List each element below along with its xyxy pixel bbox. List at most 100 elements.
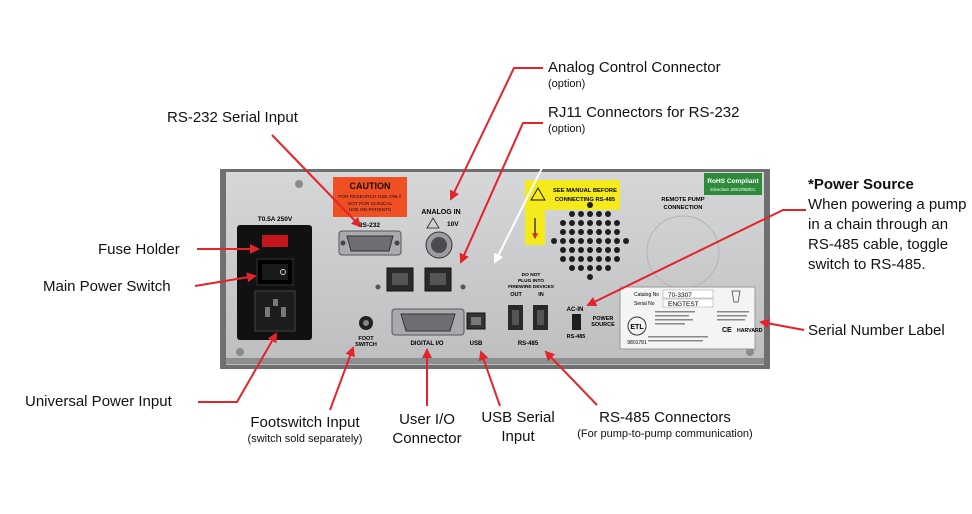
svg-text:9801781: 9801781 — [627, 340, 647, 346]
vent-hole — [560, 247, 566, 253]
universal-power-inlet[interactable] — [254, 290, 296, 332]
vent-hole — [569, 211, 575, 217]
label-user-io: User I/O Connector — [392, 411, 462, 447]
svg-text:ETL: ETL — [630, 324, 644, 331]
serial-number-plate: Catalog No 70-3307 Serial No ENGTEST ETL… — [619, 286, 763, 350]
vent-hole — [569, 238, 575, 244]
vent-hole — [605, 256, 611, 262]
svg-text:CE: CE — [722, 327, 732, 334]
svg-text:ANALOG IN: ANALOG IN — [421, 209, 460, 216]
label-main-power: Main Power Switch — [43, 278, 171, 295]
svg-text:NOT FOR CLINICAL: NOT FOR CLINICAL — [348, 201, 393, 207]
svg-text:OUT: OUT — [510, 292, 522, 298]
vent-hole — [569, 247, 575, 253]
vent-hole — [596, 220, 602, 226]
svg-text:Catalog No: Catalog No — [634, 292, 659, 298]
label-usb: USB Serial Input — [481, 409, 555, 445]
svg-text:RS-232: RS-232 — [358, 222, 380, 229]
vent-hole — [569, 220, 575, 226]
svg-text:FIREWIRE DEVICES: FIREWIRE DEVICES — [508, 284, 555, 290]
vent-hole — [596, 247, 602, 253]
vent-hole — [614, 238, 620, 244]
svg-text:REMOTE PUMP: REMOTE PUMP — [661, 197, 704, 203]
vent-hole — [578, 220, 584, 226]
fuse-rating-text: T0.5A 250V — [258, 216, 293, 223]
vent-hole — [623, 238, 629, 244]
arrow-power-source — [586, 209, 806, 306]
power-source-switch[interactable]: AC-IN POWER SOURCE RS-485 — [567, 307, 615, 340]
svg-text:USE ON PATIENTS: USE ON PATIENTS — [349, 207, 391, 213]
caution-label: CAUTION FOR RESEARCH USE ONLY NOT FOR CL… — [333, 177, 407, 217]
svg-text:HARVARD: HARVARD — [737, 328, 763, 334]
vent-hole — [605, 211, 611, 217]
svg-text:RS-485: RS-485 — [567, 334, 586, 340]
fuse-holder[interactable] — [262, 235, 288, 247]
vent-hole — [587, 274, 593, 280]
svg-text:POWER: POWER — [593, 316, 614, 322]
svg-text:FOOT: FOOT — [358, 336, 374, 342]
label-power-source: *Power Source When powering a pump in a … — [808, 176, 967, 273]
vent-hole — [587, 256, 593, 262]
arrow-rs485 — [544, 350, 598, 406]
vent-hole — [614, 247, 620, 253]
svg-text:ENGTEST: ENGTEST — [668, 301, 699, 308]
svg-text:SEE MANUAL BEFORE: SEE MANUAL BEFORE — [553, 188, 617, 194]
vent-hole — [569, 265, 575, 271]
callout-arrows — [194, 67, 806, 411]
label-universal-power: Universal Power Input — [25, 393, 172, 410]
vent-hole — [587, 211, 593, 217]
vent-hole — [614, 220, 620, 226]
svg-text:AC-IN: AC-IN — [567, 307, 584, 313]
vent-hole — [605, 220, 611, 226]
label-analog-control: Analog Control Connector (option) — [548, 59, 721, 90]
vent-hole — [578, 211, 584, 217]
rs232-port[interactable]: RS-232 — [338, 222, 402, 256]
rs485-ports[interactable]: DO NOT PLUG INTO FIREWIRE DEVICES OUT IN… — [508, 272, 555, 347]
analog-in-port[interactable]: ANALOG IN 10V — [421, 209, 461, 259]
arrow-serial-label — [759, 318, 805, 331]
svg-text:SWITCH: SWITCH — [355, 342, 377, 348]
vent-hole — [587, 265, 593, 271]
svg-text:CONNECTING RS-485: CONNECTING RS-485 — [555, 197, 616, 203]
label-serial-number: Serial Number Label — [808, 322, 945, 339]
svg-text:DO NOT: DO NOT — [522, 272, 541, 278]
arrow-analog — [449, 67, 543, 201]
vent-hole — [596, 229, 602, 235]
vent-hole — [578, 256, 584, 262]
vent-holes — [551, 202, 629, 280]
vent-hole — [587, 238, 593, 244]
label-rs232: RS-232 Serial Input — [167, 109, 298, 126]
vent-hole — [551, 238, 557, 244]
label-rs485: RS-485 Connectors (For pump-to-pump comm… — [577, 409, 753, 440]
arrow-rj11 — [459, 122, 543, 264]
foot-switch-jack[interactable]: FOOT SWITCH — [355, 316, 377, 348]
vent-hole — [578, 265, 584, 271]
vent-hole — [587, 202, 593, 208]
vent-hole — [596, 238, 602, 244]
arrow-footswitch — [329, 346, 355, 411]
rohs-label: RoHS Compliant Directive 2002/95/EC — [704, 173, 762, 195]
svg-text:RS-485: RS-485 — [518, 341, 539, 347]
arrow-main-power — [194, 272, 257, 287]
vent-hole — [587, 220, 593, 226]
svg-text:IN: IN — [538, 292, 544, 298]
vent-hole — [614, 229, 620, 235]
svg-text:10V: 10V — [447, 221, 459, 228]
svg-text:RoHS Compliant: RoHS Compliant — [707, 178, 759, 185]
rj11-ports[interactable] — [375, 267, 466, 292]
svg-text:Directive 2002/95/EC: Directive 2002/95/EC — [710, 187, 756, 193]
usb-port[interactable]: USB — [466, 312, 486, 347]
label-footswitch: Footswitch Input (switch sold separately… — [247, 414, 363, 445]
vent-hole — [596, 211, 602, 217]
svg-text:FOR RESEARCH USE ONLY: FOR RESEARCH USE ONLY — [338, 194, 402, 200]
digital-io-port[interactable]: DIGITAL I/O — [391, 308, 465, 347]
svg-text:CONNECTION: CONNECTION — [664, 205, 703, 211]
label-rj11: RJ11 Connectors for RS-232 (option) — [548, 104, 740, 135]
warning-label: SEE MANUAL BEFORE CONNECTING RS-485 — [525, 180, 620, 245]
main-power-switch[interactable] — [262, 264, 288, 280]
vent-hole — [605, 265, 611, 271]
vent-hole — [587, 247, 593, 253]
arrow-rs232 — [271, 134, 362, 228]
svg-text:SOURCE: SOURCE — [591, 322, 615, 328]
